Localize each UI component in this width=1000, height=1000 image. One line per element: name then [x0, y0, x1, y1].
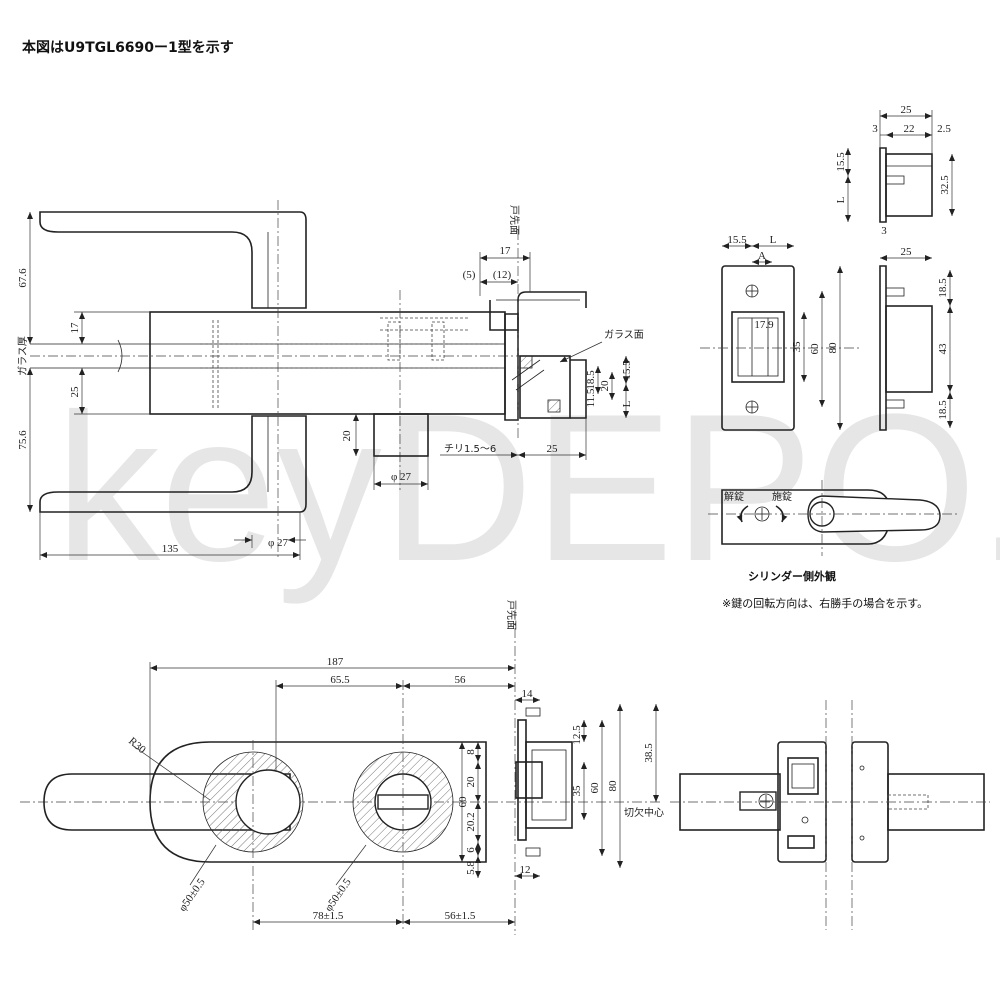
lock-label: 施錠 — [772, 490, 792, 503]
svg-text:43: 43 — [937, 343, 949, 355]
svg-text:35: 35 — [791, 341, 803, 353]
svg-text:20: 20 — [465, 776, 477, 788]
svg-text:15.5: 15.5 — [835, 152, 847, 172]
svg-text:78±1.5: 78±1.5 — [313, 910, 344, 922]
svg-text:135: 135 — [162, 543, 179, 555]
svg-text:56: 56 — [455, 674, 467, 686]
svg-text:25: 25 — [901, 246, 913, 258]
svg-text:35: 35 — [571, 785, 583, 797]
upper-lever — [39, 211, 307, 309]
svg-text:25: 25 — [901, 104, 913, 116]
svg-text:22: 22 — [904, 123, 915, 135]
svg-text:25: 25 — [547, 443, 559, 455]
svg-text:20: 20 — [599, 380, 611, 392]
door-face-label: 戸先面 — [508, 205, 520, 235]
svg-text:2.5: 2.5 — [937, 123, 951, 135]
svg-text:5.8: 5.8 — [465, 861, 477, 875]
svg-text:18.5: 18.5 — [585, 370, 597, 390]
notch-center-label: 切欠中心 — [624, 806, 664, 819]
bottom-view: 戸先面 — [20, 600, 660, 935]
svg-text:60: 60 — [589, 782, 601, 794]
svg-text:65.5: 65.5 — [330, 674, 350, 686]
svg-text:17.9: 17.9 — [754, 319, 774, 331]
plate-view: 15.5 L A 17.9 35 60 80 — [700, 234, 860, 431]
cylinder-side-caption: シリンダー側外観 — [748, 569, 836, 583]
svg-text:φ 27: φ 27 — [268, 537, 289, 549]
svg-text:(5): (5) — [463, 269, 476, 281]
svg-text:8: 8 — [465, 749, 477, 755]
svg-text:6: 6 — [465, 847, 477, 853]
svg-text:A: A — [758, 250, 766, 262]
side-view-top: 25 3 22 2.5 15.5 L 32.5 3 — [835, 104, 955, 237]
svg-text:L: L — [835, 196, 847, 203]
cylinder — [373, 413, 429, 457]
svg-text:L: L — [621, 400, 633, 407]
svg-text:17: 17 — [500, 245, 512, 257]
svg-text:20: 20 — [341, 430, 353, 442]
rotation-note: ※鍵の回転方向は、右勝手の場合を示す。 — [722, 596, 928, 610]
svg-text:15.5: 15.5 — [727, 234, 747, 246]
svg-text:32.5: 32.5 — [939, 175, 951, 195]
svg-text:14: 14 — [522, 688, 534, 700]
svg-text:56±1.5: 56±1.5 — [445, 910, 476, 922]
front-view — [30, 200, 587, 560]
svg-text:75.6: 75.6 — [17, 430, 29, 450]
svg-text:17: 17 — [69, 322, 81, 334]
svg-text:60: 60 — [809, 343, 821, 355]
svg-text:チリ1.5～6: チリ1.5～6 — [444, 443, 496, 455]
svg-text:3: 3 — [881, 225, 887, 237]
bottom-right-view — [670, 700, 990, 930]
side-view-right: 25 18.5 43 18.5 — [879, 246, 953, 431]
cylinder-side-view: 解錠 施錠 シリンダー側外観 ※鍵の回転方向は、右勝手の場合を示す。 — [708, 480, 960, 610]
lower-lever — [39, 415, 307, 513]
svg-text:L: L — [770, 234, 777, 246]
unlock-label: 解錠 — [724, 490, 744, 503]
svg-text:R30: R30 — [126, 735, 148, 756]
svg-text:60: 60 — [457, 796, 469, 808]
glass-face-label: ガラス面 — [604, 329, 644, 341]
svg-text:18.5: 18.5 — [937, 400, 949, 420]
svg-text:18.5: 18.5 — [937, 278, 949, 298]
svg-text:20.2: 20.2 — [465, 812, 477, 831]
svg-text:38.5: 38.5 — [643, 743, 655, 763]
svg-text:67.6: 67.6 — [17, 268, 29, 288]
watermark: keyDEPO. — [55, 370, 1000, 605]
svg-text:3: 3 — [872, 123, 878, 135]
door-face-bottom-label: 戸先面 — [505, 600, 517, 630]
svg-text:12.5: 12.5 — [571, 725, 583, 745]
glass-thickness-label: ガラス厚 — [17, 336, 29, 376]
bottom-lever — [43, 773, 291, 831]
svg-text:(12): (12) — [493, 269, 512, 281]
svg-text:15.5: 15.5 — [621, 360, 633, 380]
svg-text:80: 80 — [607, 780, 619, 792]
front-view-dims: 67.6 75.6 ガラス厚 17 25 135 φ 27 20 φ 27 チリ… — [17, 205, 644, 560]
svg-text:12: 12 — [520, 864, 531, 876]
escutcheon-plate — [149, 741, 487, 863]
svg-text:11.5: 11.5 — [585, 388, 597, 407]
svg-text:25: 25 — [69, 386, 81, 398]
svg-text:φ 27: φ 27 — [391, 471, 412, 483]
page-title: 本図はU9TGL6690ー1型を示す — [22, 39, 234, 56]
svg-text:187: 187 — [327, 656, 344, 668]
